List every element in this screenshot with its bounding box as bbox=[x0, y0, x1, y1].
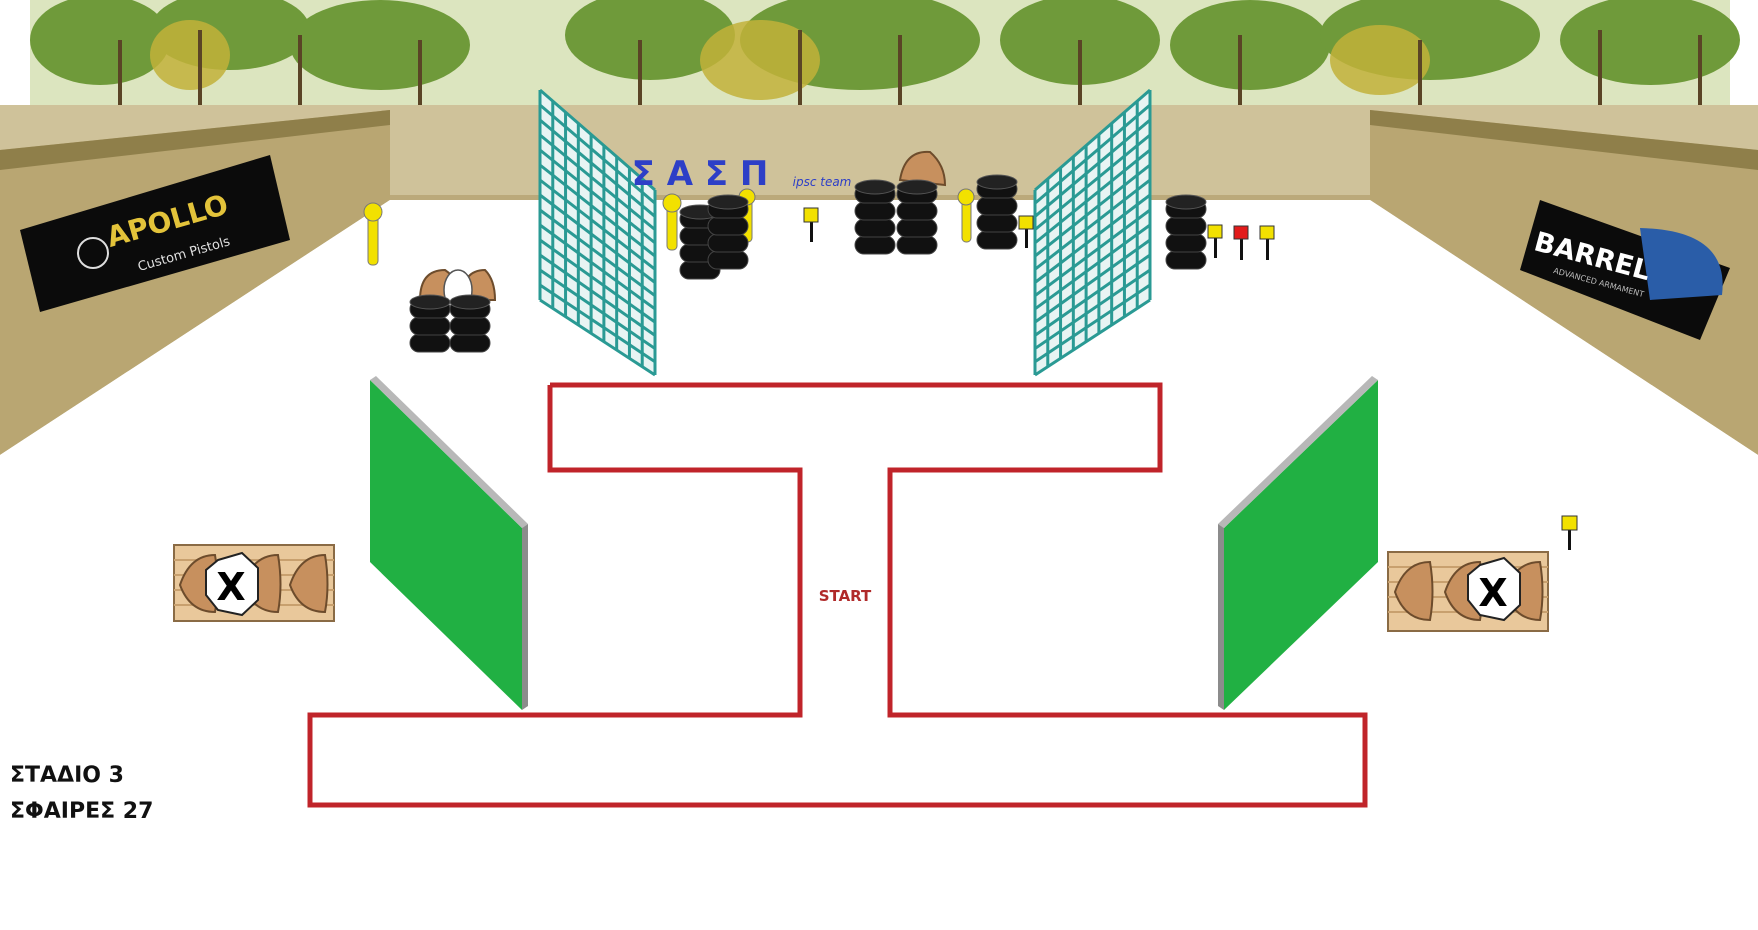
laurel-logo-icon bbox=[77, 237, 109, 269]
tree-line bbox=[0, 0, 1758, 120]
barrel-logo-icon bbox=[1640, 228, 1723, 300]
tire-stack bbox=[1165, 194, 1207, 270]
metal-plate-red bbox=[1233, 225, 1249, 260]
popper-target bbox=[363, 202, 383, 266]
tire-stack bbox=[409, 294, 451, 353]
metal-plate-yellow bbox=[1259, 225, 1275, 260]
tire-stacks bbox=[409, 174, 1207, 353]
green-wall-left bbox=[370, 376, 528, 710]
metal-plate-yellow bbox=[1561, 515, 1578, 550]
sponsor-banner-right: BARREL ADVANCED ARMAMENT bbox=[1520, 200, 1730, 340]
popper-target bbox=[957, 188, 975, 243]
stage-number-label: ΣΤΑΔΙΟ 3 bbox=[10, 763, 124, 788]
left-berm-wall bbox=[0, 110, 390, 455]
popper-target bbox=[662, 193, 682, 251]
tire-stack bbox=[707, 194, 749, 270]
tire-stack bbox=[449, 294, 491, 353]
club-subtitle: ipsc team bbox=[793, 175, 852, 189]
target-array-right: X bbox=[1387, 551, 1549, 632]
metal-plate-yellow bbox=[1018, 215, 1034, 248]
sponsor-banner-left: APOLLO Custom Pistols bbox=[20, 155, 290, 312]
fault-line bbox=[307, 382, 1368, 808]
range-floor bbox=[0, 200, 1758, 930]
no-shoot-target bbox=[1467, 556, 1521, 622]
mesh-wall-right bbox=[1033, 88, 1152, 377]
rounds-count-label: ΣΦΑΙΡΕΣ 27 bbox=[10, 799, 153, 824]
mesh-wall-left bbox=[538, 88, 657, 377]
start-label: START bbox=[819, 587, 872, 605]
green-wall-right bbox=[1218, 376, 1378, 710]
no-shoot-target bbox=[205, 551, 259, 617]
range-berms bbox=[0, 105, 1758, 930]
tire-stack bbox=[976, 174, 1018, 250]
tire-stack bbox=[854, 179, 896, 255]
metal-plate-yellow bbox=[1207, 224, 1223, 258]
metal-plate-yellow bbox=[803, 207, 819, 242]
paper-target bbox=[898, 150, 947, 187]
target-array-left: X bbox=[173, 544, 335, 622]
no-shoot-mark-left: X bbox=[216, 565, 245, 609]
tire-stack bbox=[896, 179, 938, 255]
club-name: Σ Α Σ Π bbox=[632, 154, 769, 194]
no-shoot-mark-right: X bbox=[1478, 571, 1507, 615]
